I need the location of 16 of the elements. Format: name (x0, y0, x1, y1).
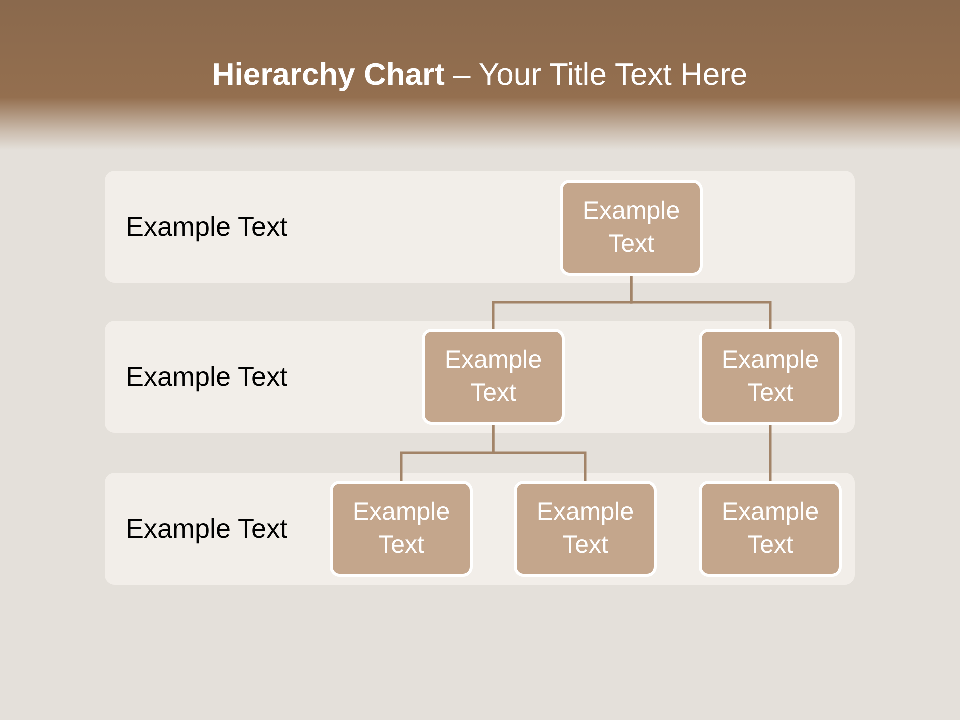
org-chart-box: Example Text (514, 481, 657, 577)
connector-line (630, 276, 772, 329)
org-chart-box: Example Text (699, 329, 842, 425)
row-label: Example Text (126, 211, 288, 243)
connector-line (769, 425, 772, 481)
org-chart-box: Example Text (422, 329, 565, 425)
row-label: Example Text (126, 513, 288, 545)
connector-line (492, 425, 587, 481)
row-band (105, 473, 855, 585)
row-band (105, 321, 855, 433)
row-band (105, 171, 855, 283)
org-chart-box: Example Text (330, 481, 473, 577)
row-label: Example Text (126, 361, 288, 393)
org-chart-box: Example Text (560, 180, 703, 276)
org-chart-box: Example Text (699, 481, 842, 577)
title: Hierarchy Chart – Your Title Text Here (211, 56, 749, 94)
